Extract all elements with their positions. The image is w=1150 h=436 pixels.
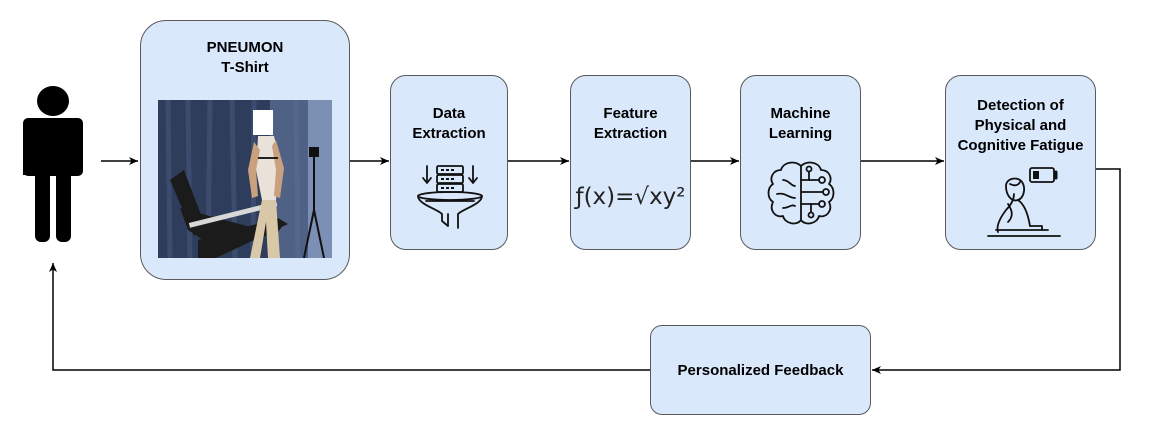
database-funnel-icon [417, 165, 483, 229]
node-pneumon-tshirt: PNEUMON T-Shirt [140, 20, 350, 280]
node-title: Machine Learning [768, 105, 833, 142]
person-icon [23, 86, 83, 242]
node-feature-extraction: Feature Extraction ƒ(x)=√xy² [570, 75, 691, 250]
node-data-extraction: Data Extraction [390, 75, 508, 250]
node-personalized-feedback: Personalized Feedback [650, 325, 871, 415]
formula-graphic: ƒ(x)=√xy² [575, 184, 686, 210]
node-title: PNEUMON T-Shirt [206, 39, 284, 76]
brain-circuit-icon [767, 161, 835, 225]
node-title: Data Extraction [412, 105, 486, 142]
arrow-detection-to-feedback [872, 168, 1121, 374]
node-title: Personalized Feedback [677, 362, 844, 379]
node-fatigue-detection: Detection of Physical and Cognitive Fati… [945, 75, 1096, 250]
node-title: Feature Extraction [593, 105, 668, 142]
arrow-feedback-to-person [49, 263, 650, 371]
tired-person-low-battery-icon [987, 167, 1061, 237]
treadmill-photo [158, 100, 332, 258]
node-title: Detection of Physical and Cognitive Fati… [957, 97, 1084, 154]
node-machine-learning: Machine Learning [740, 75, 861, 250]
